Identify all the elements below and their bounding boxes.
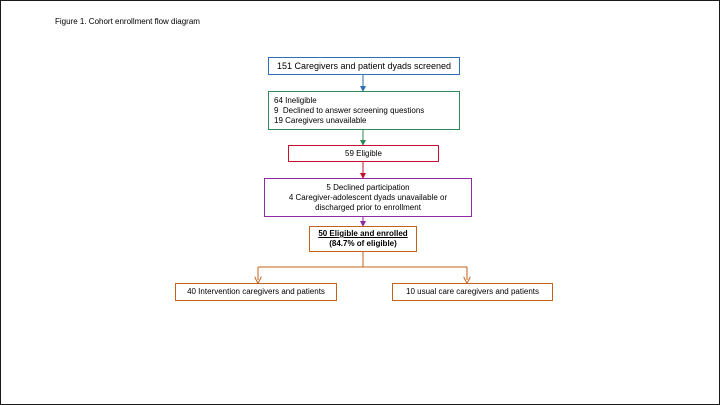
eligible-text: 59 Eligible: [345, 148, 382, 158]
usual-care-arm-text: 10 usual care caregivers and patients: [406, 287, 539, 296]
declined-participation: 5 Declined participation: [326, 182, 410, 192]
eligible-box: 59 Eligible: [288, 145, 439, 162]
declined-dyads-unavailable: 4 Caregiver-adolescent dyads unavailable…: [288, 192, 448, 202]
ineligible-declined-screening: 9 Declined to answer screening questions: [274, 105, 425, 115]
usual-care-arm-box: 10 usual care caregivers and patients: [392, 283, 553, 301]
screened-box: 151 Caregivers and patient dyads screene…: [268, 57, 460, 75]
declined-discharged: discharged prior to enrollment: [315, 202, 421, 212]
declined-box: 5 Declined participation 4 Caregiver-ado…: [264, 178, 472, 217]
intervention-arm-text: 40 Intervention caregivers and patients: [187, 287, 325, 296]
ineligible-total: 64 Ineligible: [274, 95, 317, 105]
figure-caption: Figure 1. Cohort enrollment flow diagram: [55, 17, 200, 26]
enrolled-count: 50 Eligible and enrolled: [318, 229, 408, 238]
enrolled-percent: (84.7% of eligible): [329, 239, 397, 248]
intervention-arm-box: 40 Intervention caregivers and patients: [175, 283, 337, 301]
screened-text: 151 Caregivers and patient dyads screene…: [276, 61, 452, 71]
ineligible-box: 64 Ineligible 9 Declined to answer scree…: [268, 91, 460, 130]
ineligible-caregivers-unavailable: 19 Caregivers unavailable: [274, 115, 367, 125]
enrolled-box: 50 Eligible and enrolled (84.7% of eligi…: [309, 226, 417, 252]
